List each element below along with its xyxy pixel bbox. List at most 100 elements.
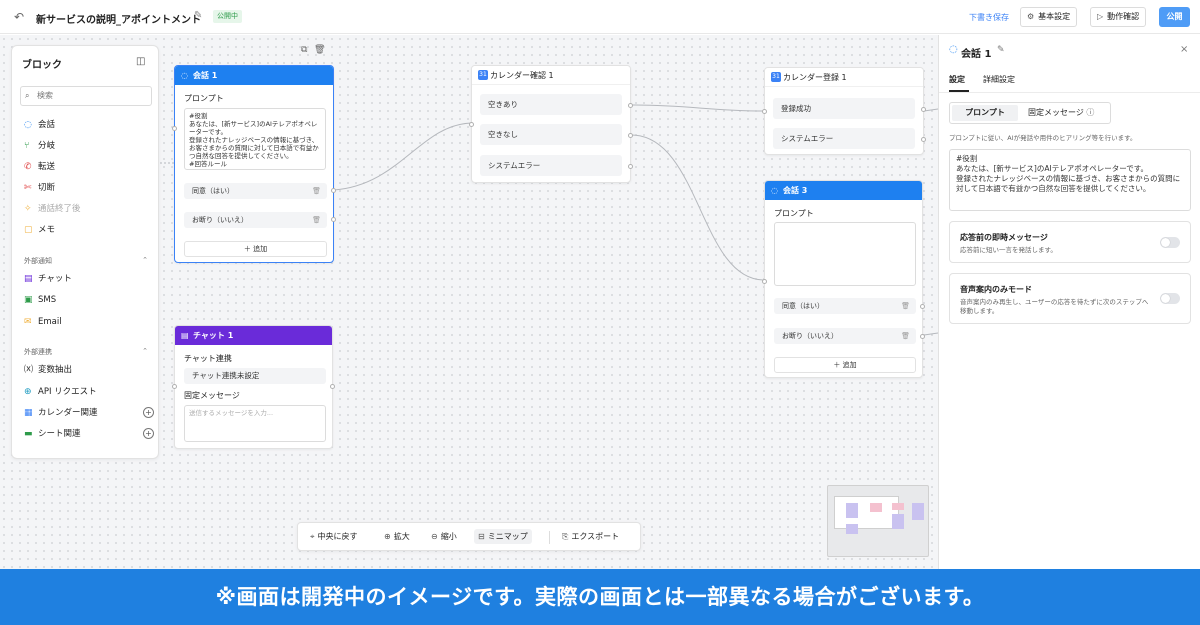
output-port[interactable] [920,304,925,309]
trash-icon[interactable]: 🗑 [312,187,321,195]
section-integration[interactable]: 外部連携⌃ [24,347,148,356]
zoom-out-button[interactable]: ⊖縮小 [431,532,457,541]
api-icon: ⊕ [24,387,32,397]
add-circle-icon[interactable]: + [143,428,154,439]
block-item-branch[interactable]: ⑂分岐 [24,141,56,151]
input-port[interactable] [172,126,177,131]
tabs-divider [939,92,1200,93]
sidebar-toggle-icon[interactable]: ◫ [136,56,146,67]
input-port[interactable] [172,384,177,389]
output-port[interactable] [628,103,633,108]
edit-icon[interactable]: ✎ [997,45,1005,55]
row-available[interactable]: 空きあり [480,94,622,115]
block-item-memo[interactable]: ▢メモ [24,225,56,235]
flow-title: 新サービスの説明_アポイントメント [36,15,201,26]
node-header: ◌会話 3 [765,181,922,200]
trash-icon[interactable]: 🗑 [901,302,910,310]
row-system-error[interactable]: システムエラー [480,155,622,176]
memo-icon: ▢ [24,225,33,235]
edit-title-icon[interactable]: ✎ [194,10,203,21]
block-item-sms[interactable]: ▣SMS [24,295,57,305]
option-yes[interactable]: 同意（はい）🗑 [774,298,916,314]
node-talk-1[interactable]: ◌会話 1 プロンプト #役割 あなたは、[新サービス]のAIテレアポオペレータ… [172,65,336,263]
row-system-error[interactable]: システムエラー [773,128,915,149]
block-item-chat[interactable]: ▤チャット [24,274,72,284]
trash-icon[interactable]: 🗑 [314,45,326,55]
test-run-button[interactable]: ▷動作確認 [1090,7,1147,27]
add-option-button[interactable]: ＋ 追加 [184,241,327,257]
block-item-hangup[interactable]: ✄切断 [24,183,56,193]
seg-fixed-message[interactable]: 固定メッセージ ⓘ [1028,108,1095,117]
input-port[interactable] [762,279,767,284]
export-icon: ⎘ [562,532,569,541]
edge-talk3-out [923,332,938,336]
minimap-block [892,503,904,510]
publish-button[interactable]: 公開 [1159,7,1190,27]
prompt-textarea[interactable] [774,222,916,286]
option-no[interactable]: お断り（いいえ）🗑 [184,212,327,228]
export-button[interactable]: ⎘エクスポート [562,532,620,541]
minimap-button[interactable]: ⊟ミニマップ [474,529,532,544]
copy-icon[interactable]: ⧉ [301,45,308,55]
email-icon: ✉ [24,317,32,327]
seg-prompt[interactable]: プロンプト [952,105,1018,121]
output-port[interactable] [920,334,925,339]
block-item-transfer[interactable]: ✆転送 [24,162,56,172]
block-item-calendar[interactable]: ▦カレンダー関連+ [24,406,154,420]
output-port[interactable] [331,188,336,193]
add-circle-icon[interactable]: + [143,407,154,418]
output-port[interactable] [921,137,926,142]
variable-icon: ⒳ [24,365,34,375]
row-unavailable[interactable]: 空きなし [480,124,622,145]
chat-link-value[interactable]: チャット連携未設定 [184,368,326,384]
output-port[interactable] [331,217,336,222]
basic-settings-button[interactable]: ⚙基本設定 [1020,7,1078,27]
output-port[interactable] [330,384,335,389]
panel-prompt-textarea[interactable]: #役割 あなたは、[新サービス]のAIテレアポオペレーターです。 登録されたナレ… [949,149,1191,211]
input-port[interactable] [762,109,767,114]
edge-calcheck-unavailable-to-talk3 [630,134,765,281]
instant-message-desc: 応答前に短い一言を発話します。 [960,246,1057,254]
trash-icon[interactable]: 🗑 [312,216,321,224]
fixed-message-input[interactable]: 送信するメッセージを入力... [184,405,326,442]
option-no[interactable]: お断り（いいえ）🗑 [774,328,916,344]
block-item-api[interactable]: ⊕API リクエスト [24,387,97,397]
output-port[interactable] [921,107,926,112]
center-button[interactable]: ⌖中央に戻す [310,532,358,541]
row-register-success[interactable]: 登録成功 [773,98,915,119]
block-palette: ブロック ◫ ⌕検索 ◌会話 ⑂分岐 ✆転送 ✄切断 ✧通話終了後 ▢メモ 外部… [11,45,159,459]
block-item-after-call[interactable]: ✧通話終了後 [24,204,81,214]
block-item-email[interactable]: ✉Email [24,317,62,327]
trash-icon[interactable]: 🗑 [901,332,910,340]
instant-message-toggle[interactable] [1160,237,1180,248]
tab-settings[interactable]: 設定 [949,75,965,84]
output-port[interactable] [628,133,633,138]
voice-only-toggle[interactable] [1160,293,1180,304]
block-item-variable[interactable]: ⒳変数抽出 [24,365,73,375]
block-item-sheet[interactable]: ▬シート関連+ [24,427,154,441]
node-chat-1[interactable]: ▤チャット 1 チャット連携 チャット連携未設定 固定メッセージ 送信するメッセ… [172,325,335,449]
block-search-input[interactable]: ⌕検索 [20,86,152,106]
output-port[interactable] [628,164,633,169]
node-talk-3[interactable]: ◌会話 3 プロンプト 同意（はい）🗑 お断り（いいえ）🗑 ＋ 追加 [762,180,925,378]
add-option-button[interactable]: ＋ 追加 [774,357,916,373]
prompt-textarea[interactable]: #役割 あなたは、[新サービス]のAIテレアポオペレーターです。 登録されたナレ… [184,108,326,170]
back-icon[interactable]: ↶ [14,10,25,24]
minimap-viewport[interactable] [834,496,899,529]
minimap[interactable] [827,485,929,557]
branch-icon: ⑂ [24,141,30,151]
draft-save-button[interactable]: 下書き保存 [969,13,1009,22]
section-notify[interactable]: 外部通知⌃ [24,256,148,265]
option-yes[interactable]: 同意（はい）🗑 [184,183,327,199]
tab-advanced[interactable]: 詳細設定 [983,75,1015,84]
calendar-icon: 31 [478,70,488,80]
minimap-block [870,503,882,512]
input-port[interactable] [469,122,474,127]
minimap-block [912,503,924,520]
close-icon[interactable]: × [1180,44,1189,55]
block-item-talk[interactable]: ◌会話 [24,120,56,130]
zoom-in-button[interactable]: ⊕拡大 [384,532,410,541]
chat-bubble-icon: ▤ [24,274,33,284]
